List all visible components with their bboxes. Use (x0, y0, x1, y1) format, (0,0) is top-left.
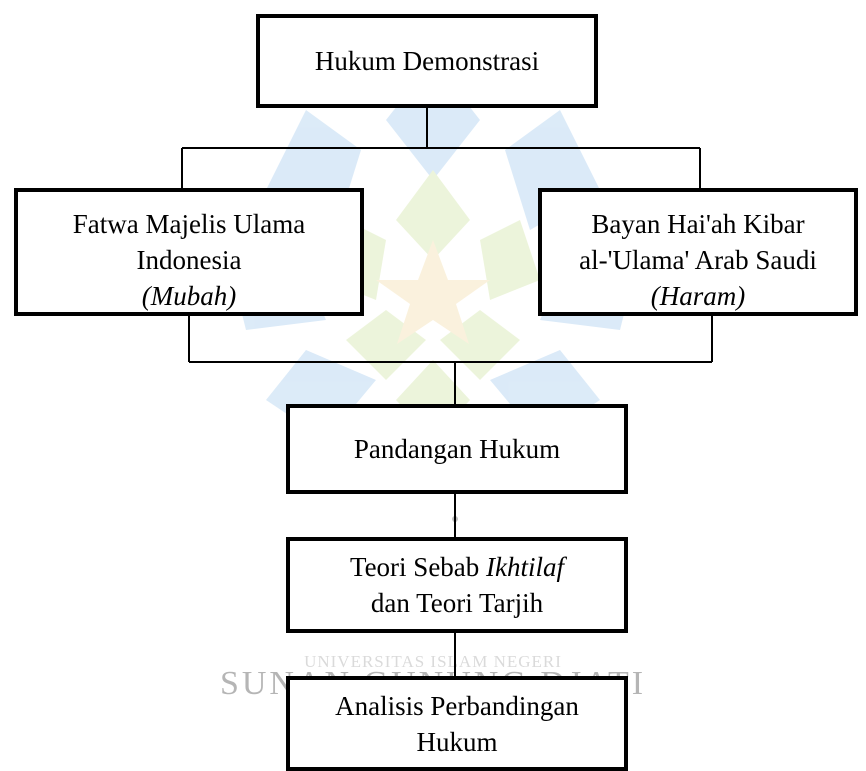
node-analisis-line2: Hukum (416, 726, 498, 757)
node-bayan-hai-ah: Bayan Hai'ah Kibar al-'Ulama' Arab Saudi… (538, 188, 858, 316)
node-hukum-demonstrasi: Hukum Demonstrasi (256, 14, 598, 108)
node-fatwa-mui-line1: Fatwa Majelis Ulama (72, 209, 306, 239)
node-analisis: Analisis Perbandingan Hukum (286, 676, 628, 771)
node-teori-line2: dan Teori Tarjih (370, 588, 544, 618)
node-fatwa-mui-ruling: (Mubah) (141, 281, 237, 311)
node-teori: Teori Sebab Ikhtilaf dan Teori Tarjih (286, 537, 628, 633)
node-teori-line1: Teori Sebab Ikhtilaf (350, 549, 564, 585)
node-teori-prefix: Teori Sebab (349, 552, 487, 582)
node-fatwa-mui: Fatwa Majelis Ulama Indonesia (Mubah) (14, 188, 364, 316)
node-pandangan-hukum-label: Pandangan Hukum (353, 434, 561, 464)
node-bayan-hai-ah-line1: Bayan Hai'ah Kibar (591, 209, 805, 239)
node-bayan-hai-ah-line2: al-'Ulama' Arab Saudi (579, 245, 817, 275)
node-teori-ikhtilaf: Ikhtilaf (486, 552, 565, 582)
node-hukum-demonstrasi-label: Hukum Demonstrasi (314, 46, 540, 76)
node-bayan-hai-ah-ruling: (Haram) (650, 281, 746, 311)
node-pandangan-hukum: Pandangan Hukum (286, 404, 628, 494)
node-analisis-line1: Analisis Perbandingan (335, 690, 579, 721)
node-fatwa-mui-line2: Indonesia (136, 245, 242, 275)
